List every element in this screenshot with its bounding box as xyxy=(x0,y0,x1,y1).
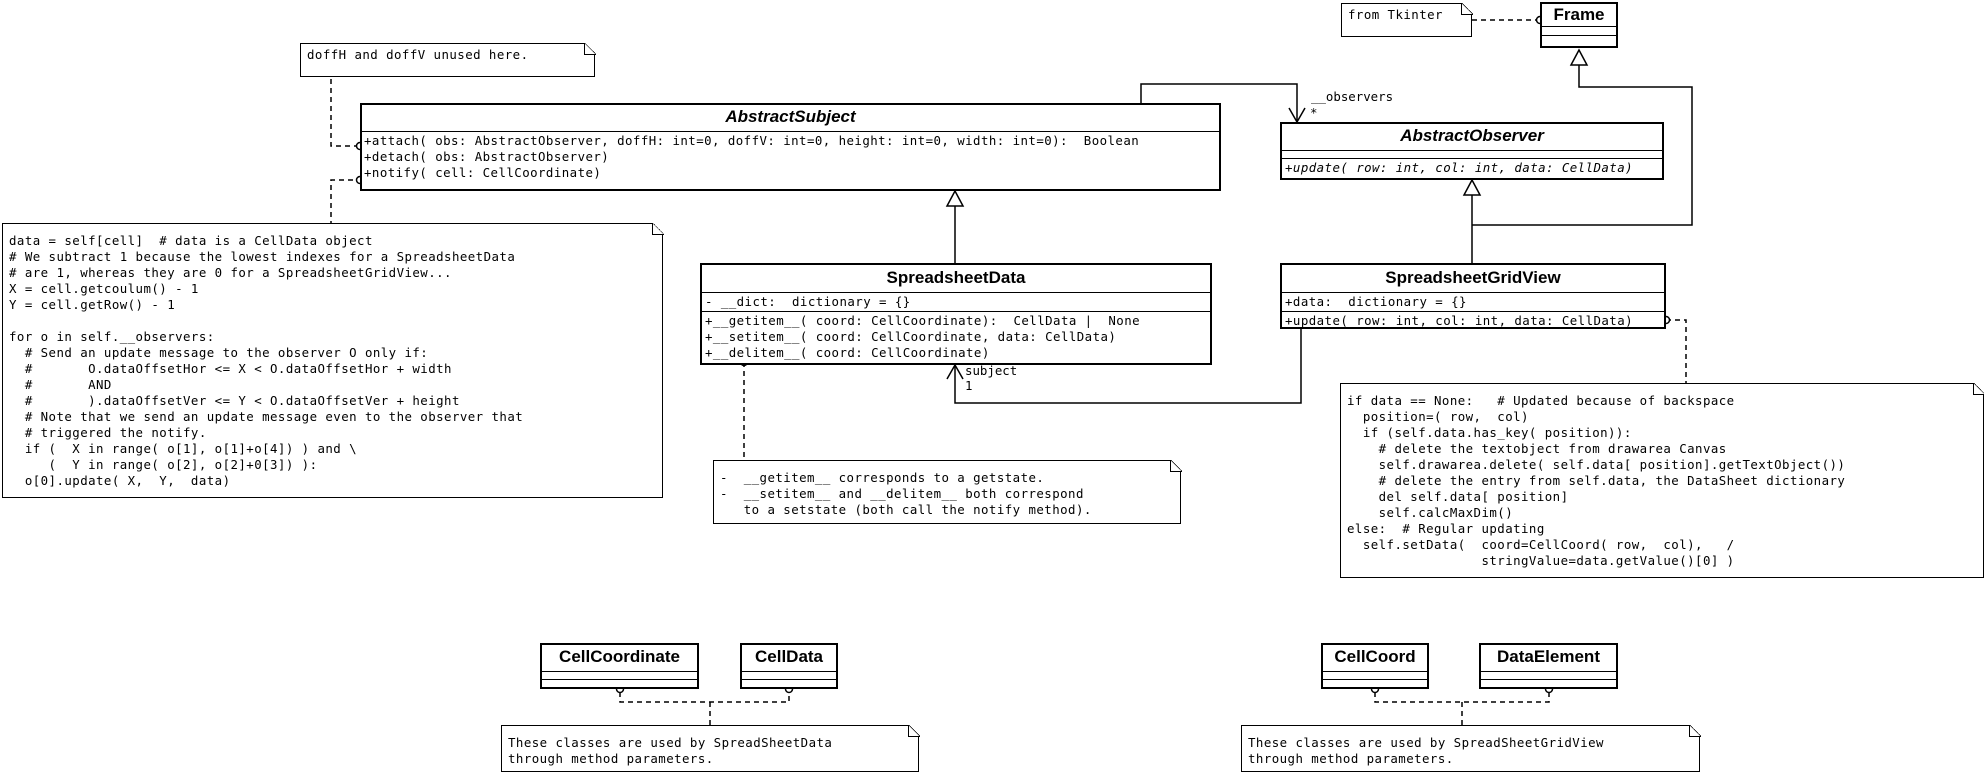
note-notify-code: data = self[cell] # data is a CellData o… xyxy=(2,222,664,498)
note-params-left: These classes are used by SpreadSheetDat… xyxy=(501,724,920,772)
observers-role-label: __observers xyxy=(1311,89,1394,104)
note-params-right: These classes are used by SpreadSheetGri… xyxy=(1241,724,1701,772)
cellcoord-dep xyxy=(1374,692,1550,703)
frame-generalization-triangle xyxy=(1569,48,1589,66)
gridview-generalization-triangle xyxy=(1462,178,1482,196)
cellcoordinate-dep xyxy=(619,692,790,703)
class-cell-coordinate-operations xyxy=(542,680,697,686)
frame-generalization xyxy=(1472,65,1693,226)
class-data-element-attributes xyxy=(1481,672,1616,680)
class-frame-name: Frame xyxy=(1542,4,1616,27)
note-update-code-text: if data == None: # Updated because of ba… xyxy=(1347,393,1846,568)
class-abstract-subject-name: AbstractSubject xyxy=(362,105,1219,132)
note-getitem-text: - __getitem__ corresponds to a getstate.… xyxy=(720,470,1092,517)
class-cell-coord-attributes xyxy=(1323,672,1427,680)
class-cell-data-name: CellData xyxy=(742,645,836,672)
subject-association xyxy=(954,327,1302,404)
note-from-tkinter-text: from Tkinter xyxy=(1348,7,1443,22)
class-spreadsheet-grid-view[interactable]: SpreadsheetGridView +data: dictionary = … xyxy=(1280,263,1666,329)
class-cell-coordinate-attributes xyxy=(542,672,697,680)
class-cell-coord-operations xyxy=(1323,680,1427,686)
operation-update-abstract: +update( row: int, col: int, data: CellD… xyxy=(1285,160,1634,175)
class-cell-data[interactable]: CellData xyxy=(740,643,838,689)
note-params-left-text: These classes are used by SpreadSheetDat… xyxy=(508,735,833,766)
note-params-right-text: These classes are used by SpreadSheetGri… xyxy=(1248,735,1604,766)
operation-setitem: +__setitem__( coord: CellCoordinate, dat… xyxy=(705,329,1117,344)
class-spreadsheet-grid-view-attributes: +data: dictionary = {} xyxy=(1282,293,1664,312)
class-spreadsheet-data[interactable]: SpreadsheetData - __dict: dictionary = {… xyxy=(700,263,1212,365)
class-cell-coordinate[interactable]: CellCoordinate xyxy=(540,643,699,689)
class-abstract-subject[interactable]: AbstractSubject +attach( obs: AbstractOb… xyxy=(360,103,1221,191)
subject-role-label: subject xyxy=(965,363,1018,378)
operation-attach: +attach( obs: AbstractObserver, doffH: i… xyxy=(364,133,1140,148)
class-frame[interactable]: Frame xyxy=(1540,2,1618,48)
class-cell-data-attributes xyxy=(742,672,836,680)
class-abstract-observer-attributes xyxy=(1282,151,1662,159)
class-cell-data-operations xyxy=(742,680,836,686)
class-spreadsheet-grid-view-operations: +update( row: int, col: int, data: CellD… xyxy=(1282,312,1664,330)
class-abstract-subject-operations: +attach( obs: AbstractObserver, doffH: i… xyxy=(362,132,1219,182)
note-update-code: if data == None: # Updated because of ba… xyxy=(1340,382,1984,578)
class-spreadsheet-data-name: SpreadsheetData xyxy=(702,265,1210,293)
note-getitem: - __getitem__ corresponds to a getstate.… xyxy=(713,459,1182,524)
note-notify-code-text: data = self[cell] # data is a CellData o… xyxy=(9,233,524,488)
class-cell-coord-name: CellCoord xyxy=(1323,645,1427,672)
doff-note-link xyxy=(330,61,360,147)
class-abstract-observer-operations: +update( row: int, col: int, data: CellD… xyxy=(1282,159,1662,177)
subject-multiplicity: 1 xyxy=(965,378,973,393)
note-from-tkinter: from Tkinter xyxy=(1341,2,1473,37)
note-doff-unused-text: doffH and doffV unused here. xyxy=(307,47,529,62)
class-spreadsheet-grid-view-name: SpreadsheetGridView xyxy=(1282,265,1664,293)
class-frame-operations xyxy=(1542,36,1616,42)
operation-update: +update( row: int, col: int, data: CellD… xyxy=(1285,313,1634,328)
class-spreadsheet-data-attributes: - __dict: dictionary = {} xyxy=(702,293,1210,312)
attribute-data: +data: dictionary = {} xyxy=(1285,294,1467,309)
operation-getitem: +__getitem__( coord: CellCoordinate): Ce… xyxy=(705,313,1141,328)
subject-arrowhead xyxy=(946,363,964,380)
class-cell-coordinate-name: CellCoordinate xyxy=(542,645,697,672)
note-doff-unused: doffH and doffV unused here. xyxy=(300,42,596,77)
operation-notify: +notify( cell: CellCoordinate) xyxy=(364,165,602,180)
class-cell-coord[interactable]: CellCoord xyxy=(1321,643,1429,689)
data-generalization-triangle xyxy=(945,189,965,207)
observers-association xyxy=(1140,83,1298,122)
class-abstract-observer-name: AbstractObserver xyxy=(1282,124,1662,151)
class-frame-attributes xyxy=(1542,27,1616,36)
class-data-element-name: DataElement xyxy=(1481,645,1616,672)
notify-note-link xyxy=(330,179,360,226)
observers-multiplicity: * xyxy=(1310,105,1318,120)
class-data-element-operations xyxy=(1481,680,1616,686)
class-abstract-observer[interactable]: AbstractObserver +update( row: int, col:… xyxy=(1280,122,1664,180)
operation-detach: +detach( obs: AbstractObserver) xyxy=(364,149,610,164)
attribute-dict: - __dict: dictionary = {} xyxy=(705,294,911,309)
class-spreadsheet-data-operations: +__getitem__( coord: CellCoordinate): Ce… xyxy=(702,312,1210,362)
operation-delitem: +__delitem__( coord: CellCoordinate) xyxy=(705,345,990,360)
update-note-link xyxy=(1666,319,1687,383)
class-data-element[interactable]: DataElement xyxy=(1479,643,1618,689)
